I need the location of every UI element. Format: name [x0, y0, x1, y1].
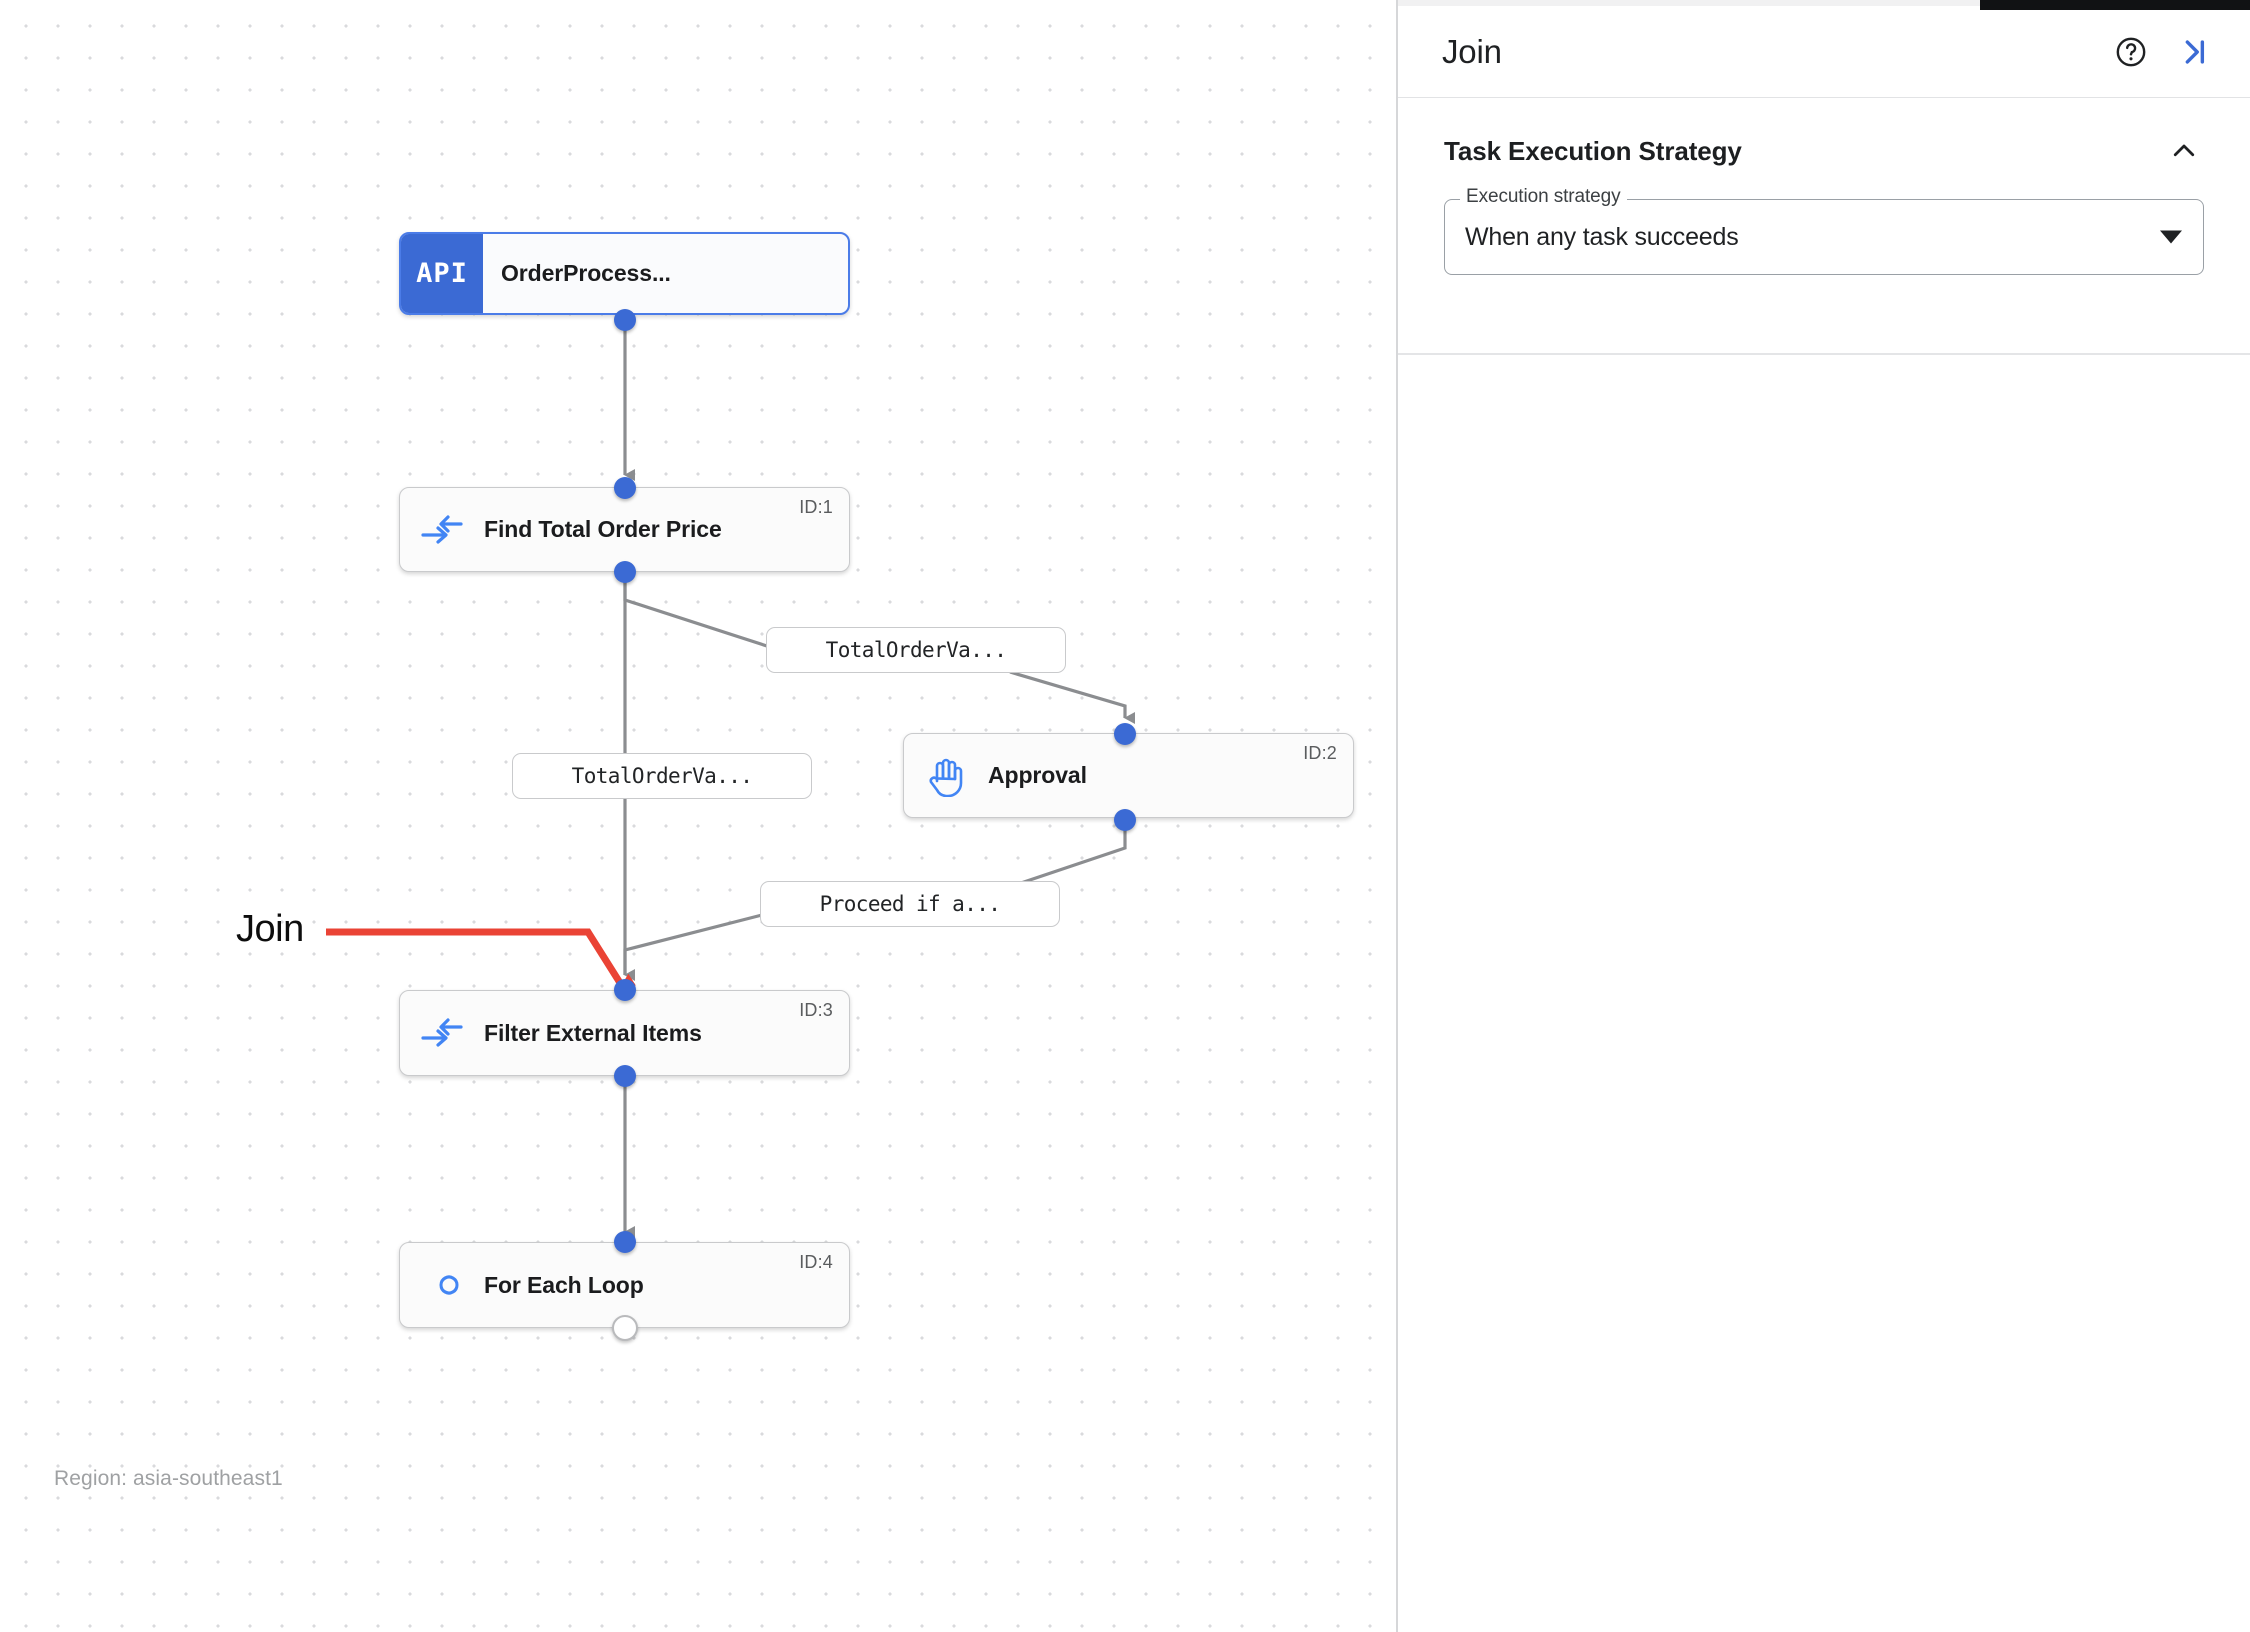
panel-title: Join [1442, 32, 1502, 70]
section-header[interactable]: Task Execution Strategy [1444, 125, 2204, 177]
node-title-filter-external-items: Filter External Items [484, 1019, 702, 1046]
node-id-for-each-loop: ID:4 [799, 1252, 833, 1272]
details-panel: Join Task Execution Strategy [1398, 0, 2250, 1632]
node-id-approval: ID:2 [1303, 743, 1337, 763]
connector-out-filter-external-items[interactable] [614, 1065, 636, 1087]
connector-out-find-total-order-price[interactable] [614, 561, 636, 583]
infinity-loop-icon [400, 1272, 484, 1298]
node-find-total-order-price[interactable]: Find Total Order Price ID:1 [399, 487, 850, 572]
connector-in-find-total-order-price[interactable] [614, 477, 636, 499]
execution-strategy-value: When any task succeeds [1465, 222, 1739, 251]
edge-find-total-to-approval-in-b [1009, 670, 1135, 724]
section-divider [1398, 353, 2250, 355]
data-mapping-icon [400, 513, 484, 547]
node-id-filter-external-items: ID:3 [799, 1000, 833, 1020]
annotation-arrow-join [326, 928, 636, 988]
chevron-up-icon[interactable] [2164, 131, 2204, 171]
node-filter-external-items[interactable]: Filter External Items ID:3 [399, 990, 850, 1076]
execution-strategy-legend: Execution strategy [1460, 186, 1627, 208]
section-title: Task Execution Strategy [1444, 135, 1742, 166]
node-for-each-loop[interactable]: For Each Loop ID:4 [399, 1242, 850, 1328]
node-title-for-each-loop: For Each Loop [484, 1271, 644, 1298]
execution-strategy-select[interactable]: When any task succeeds [1444, 199, 2204, 275]
workflow-canvas[interactable]: API OrderProcess... Find Total Order Pri… [0, 0, 1396, 1632]
api-badge-icon: API [401, 234, 483, 313]
task-execution-strategy-section: Task Execution Strategy When any task su… [1398, 99, 2250, 275]
execution-strategy-field[interactable]: When any task succeeds Execution strateg… [1444, 186, 2204, 275]
node-title-orderprocess: OrderProcess... [501, 260, 671, 286]
node-orderprocess[interactable]: API OrderProcess... [399, 232, 850, 315]
edge-label-proceed-if-approved[interactable]: Proceed if a... [760, 881, 1060, 927]
connector-out-orderprocess[interactable] [614, 309, 636, 331]
connector-in-filter-external-items[interactable] [614, 979, 636, 1001]
data-mapping-icon [400, 1016, 484, 1050]
edge-find-total-to-approval-in-a [623, 572, 771, 649]
node-approval[interactable]: Approval ID:2 [903, 733, 1354, 818]
edge-label-total-order-value-right[interactable]: TotalOrderVa... [766, 627, 1066, 673]
region-label: Region: asia-southeast1 [54, 1467, 283, 1490]
chevron-down-icon[interactable] [2160, 230, 2182, 244]
node-title-find-total-order-price: Find Total Order Price [484, 516, 722, 542]
edge-approval-to-filter-b [623, 913, 763, 975]
help-circle-icon[interactable] [2104, 25, 2158, 79]
connector-out-approval[interactable] [1114, 809, 1136, 831]
panel-top-strip [1398, 0, 2250, 6]
collapse-panel-icon[interactable] [2166, 25, 2220, 79]
node-title-approval: Approval [988, 762, 1087, 788]
edge-label-total-order-value-left[interactable]: TotalOrderVa... [512, 753, 812, 799]
edge-approval-to-filter-a [1017, 820, 1127, 886]
connector-in-approval[interactable] [1114, 723, 1136, 745]
panel-header: Join [1398, 6, 2250, 98]
node-id-find-total-order-price: ID:1 [799, 497, 833, 517]
hand-approval-icon [904, 755, 988, 797]
connector-out-for-each-loop[interactable] [612, 1315, 638, 1341]
window-top-edge-strip [1980, 0, 2250, 10]
canvas-panel-divider [1396, 0, 1398, 1632]
annotation-label-join: Join [236, 908, 304, 950]
connector-in-for-each-loop[interactable] [614, 1231, 636, 1253]
